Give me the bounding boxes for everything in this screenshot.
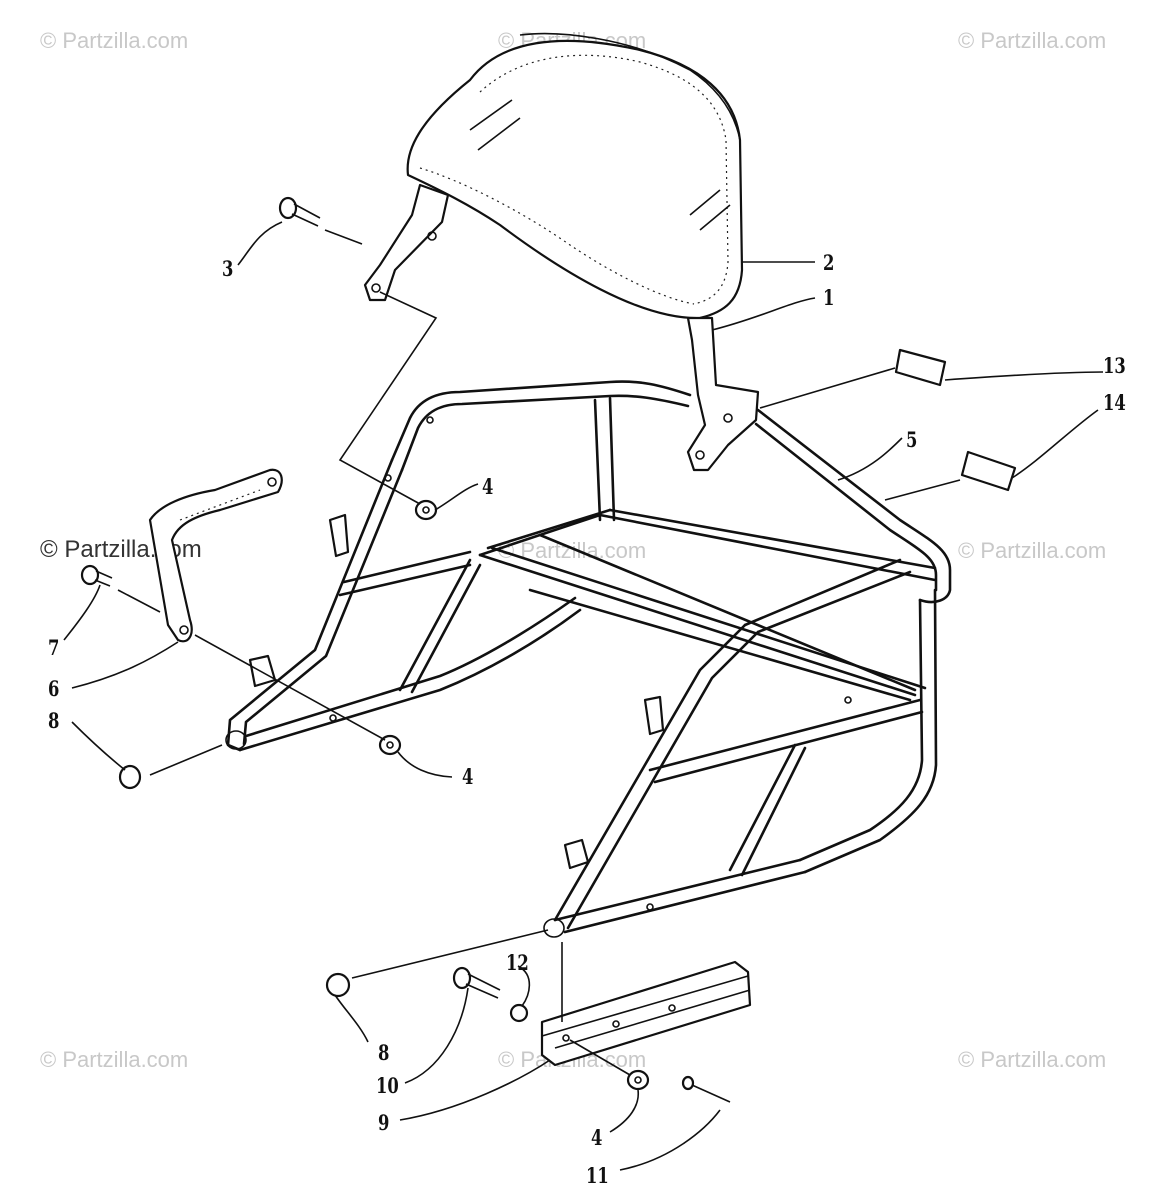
bolt-3 bbox=[278, 196, 321, 227]
watermark-top-left: © Partzilla.com bbox=[40, 28, 189, 53]
callout-11: 11 bbox=[586, 1163, 609, 1188]
callout-7: 7 bbox=[48, 635, 60, 660]
leader-lines bbox=[63, 221, 1104, 1171]
callout-3: 3 bbox=[222, 256, 234, 281]
bolt-10 bbox=[452, 966, 501, 999]
callout-9: 9 bbox=[378, 1110, 390, 1135]
backrest-pad bbox=[406, 32, 744, 320]
callout-8-left: 8 bbox=[48, 708, 60, 733]
callout-5: 5 bbox=[906, 427, 918, 452]
washer-12 bbox=[509, 1003, 529, 1023]
nut-4-middle bbox=[378, 734, 402, 756]
callout-12: 12 bbox=[506, 950, 529, 975]
cap-8-left bbox=[118, 764, 142, 790]
callout-4-lower: 4 bbox=[591, 1125, 603, 1150]
backrest-bracket-left bbox=[363, 183, 450, 302]
callout-13: 13 bbox=[1103, 353, 1126, 378]
grab-handle bbox=[148, 468, 283, 643]
decal-14 bbox=[960, 450, 1017, 492]
callout-2: 2 bbox=[823, 250, 835, 275]
assembly-lines bbox=[117, 229, 961, 1076]
callout-4-upper: 4 bbox=[482, 474, 494, 499]
mounting-rail bbox=[540, 960, 752, 1067]
bolt-7 bbox=[80, 564, 113, 587]
callout-8-bottom: 8 bbox=[378, 1040, 390, 1065]
watermark-top-right: © Partzilla.com bbox=[958, 28, 1107, 53]
backrest-bracket-right bbox=[686, 316, 760, 472]
callout-6: 6 bbox=[48, 676, 60, 701]
callout-1: 1 bbox=[823, 285, 835, 310]
decal-13 bbox=[894, 348, 947, 387]
cap-8-bottom bbox=[325, 972, 351, 998]
watermark-bottom-left: © Partzilla.com bbox=[40, 1047, 189, 1072]
watermark-bottom-right: © Partzilla.com bbox=[958, 1047, 1107, 1072]
callout-14: 14 bbox=[1103, 390, 1126, 415]
callout-10: 10 bbox=[376, 1073, 399, 1098]
callout-4-middle: 4 bbox=[462, 764, 474, 789]
watermark-mid-right: © Partzilla.com bbox=[958, 538, 1107, 563]
nut-4-lower bbox=[626, 1069, 650, 1091]
rack-frame bbox=[225, 380, 952, 938]
rivet-11 bbox=[681, 1075, 731, 1103]
